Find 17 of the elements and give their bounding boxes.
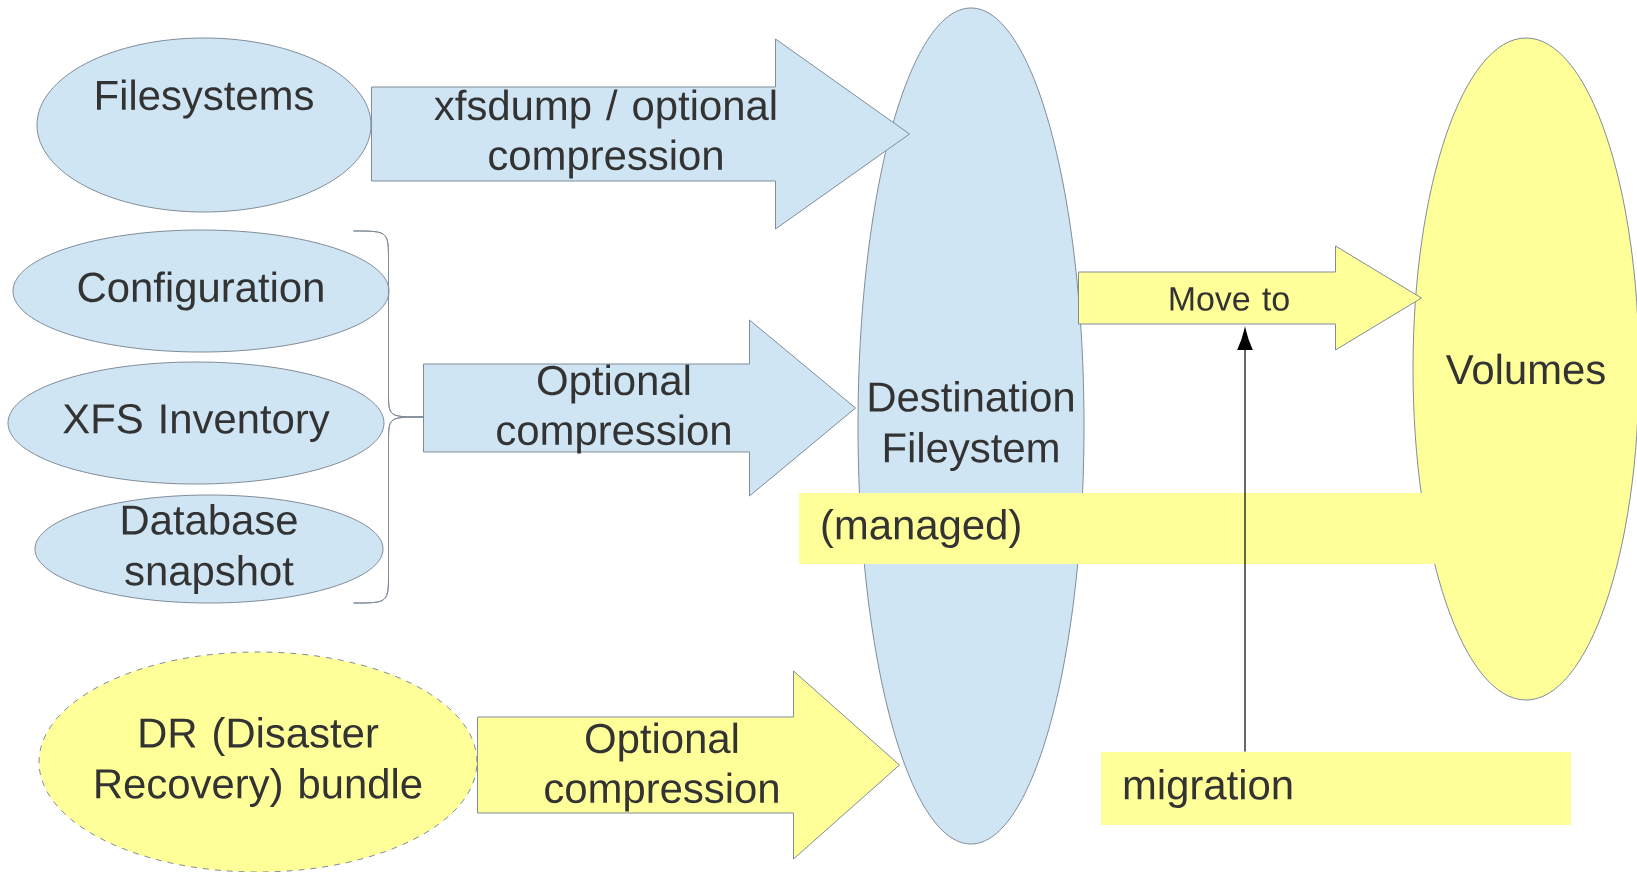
edge-label: Optional compression (497, 364, 730, 454)
label-box: migration (1101, 752, 1571, 825)
ellipse-node: Volumes (1412, 37, 1637, 701)
ellipse-node: DR (Disaster Recovery) bundle (38, 651, 478, 872)
ellipse-node: Database snapshot (34, 494, 384, 604)
block-arrow (1078, 245, 1422, 351)
ellipse-node: Configuration (12, 229, 390, 353)
block-arrow (477, 670, 900, 860)
arrow (1237, 328, 1253, 753)
ellipse-node: Filesystems (36, 37, 372, 213)
edge-label: Move to (1170, 287, 1289, 311)
ellipse-node: XFS Inventory (7, 361, 385, 485)
block-arrow (353, 230, 856, 604)
block-arrow (371, 38, 910, 230)
label-band: (managed) (799, 493, 1437, 564)
edge-label: xfsdump / optional compression (434, 89, 776, 179)
edge-label: Optional compression (545, 722, 778, 812)
